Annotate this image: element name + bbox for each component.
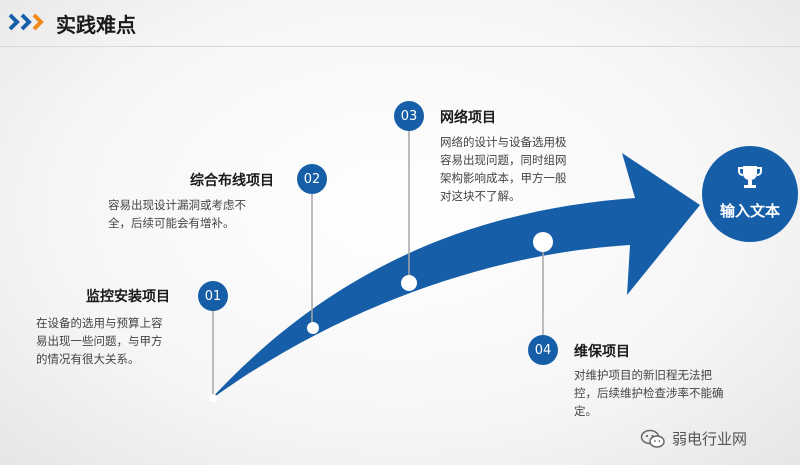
step-desc-02-line: 容易出现设计漏洞或考虑不 [108, 198, 246, 212]
step-desc-01-line: 易出现一些问题，与甲方 [36, 334, 163, 348]
step-desc-03-line: 容易出现问题，同时组网 [440, 153, 567, 167]
step-title-02: 综合布线项目 [190, 173, 274, 189]
page-title: 实践难点 [56, 13, 136, 37]
step-desc-02: 容易出现设计漏洞或考虑不 全，后续可能会有增补。 [108, 196, 298, 232]
arrow-dot-04 [533, 232, 553, 252]
step-title-03: 网络项目 [440, 110, 496, 126]
watermark-text: 弱电行业网 [672, 430, 748, 448]
step-desc-03-line: 网络的设计与设备选用极 [440, 135, 567, 149]
growth-arrow [210, 153, 700, 400]
arrow-dot-02 [307, 322, 319, 334]
chevrons-icon [8, 13, 44, 31]
watermark: 弱电行业网 [640, 428, 747, 449]
step-desc-01-line: 在设备的选用与预算上容 [36, 316, 163, 330]
step-badge-03: 03 [394, 101, 424, 131]
step-desc-01-line: 的情况有很大关系。 [36, 352, 140, 366]
step-desc-03-line: 对这块不了解。 [440, 189, 521, 203]
step-desc-02-line: 全，后续可能会有增补。 [108, 216, 235, 230]
step-badge-02: 02 [297, 164, 327, 194]
step-desc-04-line: 控，后续维护检查涉率不能确 [574, 386, 724, 400]
step-title-04: 维保项目 [574, 344, 630, 360]
step-title-01: 监控安装项目 [86, 289, 170, 305]
step-badge-01: 01 [198, 281, 228, 311]
step-desc-03: 网络的设计与设备选用极 容易出现问题，同时组网 架构影响成本，甲方一般 对这块不… [440, 133, 600, 205]
step-desc-01: 在设备的选用与预算上容 易出现一些问题，与甲方 的情况有很大关系。 [36, 314, 196, 368]
step-desc-04-line: 对维护项目的新旧程无法把 [574, 368, 712, 382]
wechat-icon [640, 429, 665, 448]
step-desc-04-line: 定。 [574, 404, 597, 418]
goal-label: 输入文本 [719, 202, 780, 220]
step-desc-04: 对维护项目的新旧程无法把 控，后续维护检查涉率不能确 定。 [574, 366, 764, 420]
goal-circle: 输入文本 [702, 146, 798, 242]
header-divider [0, 46, 800, 47]
trophy-icon [738, 166, 762, 188]
arrow-dot-03 [401, 275, 417, 291]
step-badge-04: 04 [528, 335, 558, 365]
arrow-dot-01 [209, 394, 217, 402]
step-desc-03-line: 架构影响成本，甲方一般 [440, 171, 567, 185]
